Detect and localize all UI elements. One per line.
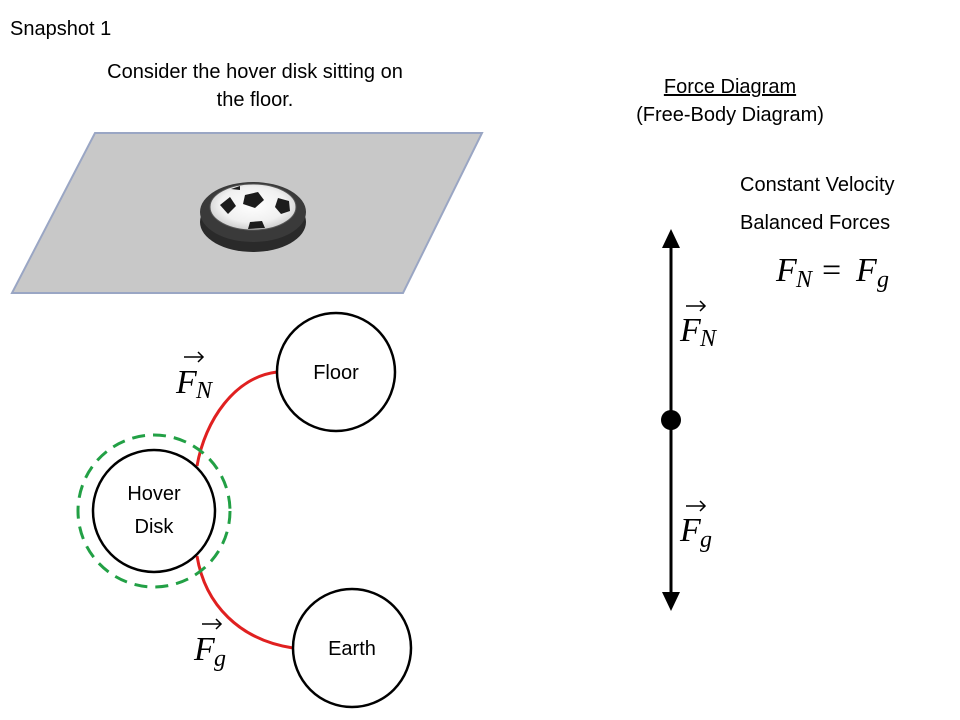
caption-line-1: Consider the hover disk sitting on: [107, 61, 403, 83]
object-point: [661, 410, 681, 430]
hover-disk-image: [200, 182, 306, 252]
fbd-normal-force-label: F N: [679, 300, 718, 352]
earth-label: Earth: [328, 638, 376, 660]
balance-label: Balanced Forces: [740, 212, 891, 234]
svg-text:F: F: [175, 364, 198, 401]
normal-force-label: F N: [175, 351, 214, 404]
system-boundary: [76, 433, 232, 589]
caption-line-2: the floor.: [216, 89, 294, 111]
hover-disk-label-line-2: Disk: [135, 516, 175, 538]
floor-label: Floor: [313, 362, 359, 384]
svg-text:g: g: [214, 646, 226, 672]
equation: F N = F g: [775, 252, 889, 293]
svg-text:F: F: [679, 512, 702, 549]
snapshot-label: Snapshot 1: [10, 18, 112, 40]
svg-text:F: F: [775, 252, 798, 289]
svg-text:=: =: [822, 252, 841, 289]
free-body-diagram: [661, 229, 681, 611]
force-diagram-title: Force Diagram: [663, 76, 797, 98]
svg-text:F: F: [193, 631, 216, 668]
svg-text:N: N: [795, 267, 814, 293]
gravity-force-label: F g: [193, 618, 226, 672]
earth-circle: [291, 587, 413, 709]
up-arrowhead: [662, 229, 680, 248]
hover-disk-label-line-1: Hover: [127, 483, 181, 505]
svg-text:g: g: [877, 267, 889, 293]
hover-disk-circle: [91, 448, 217, 574]
svg-text:F: F: [855, 252, 878, 289]
svg-text:N: N: [195, 378, 214, 404]
fbd-gravity-force-label: F g: [679, 500, 712, 553]
svg-text:N: N: [699, 326, 718, 352]
floor-circle: [275, 311, 397, 433]
down-arrowhead: [662, 592, 680, 611]
state-label: Constant Velocity: [740, 174, 895, 196]
svg-text:g: g: [700, 527, 712, 553]
force-diagram-subtitle: (Free-Body Diagram): [636, 104, 824, 126]
svg-text:F: F: [679, 312, 702, 349]
